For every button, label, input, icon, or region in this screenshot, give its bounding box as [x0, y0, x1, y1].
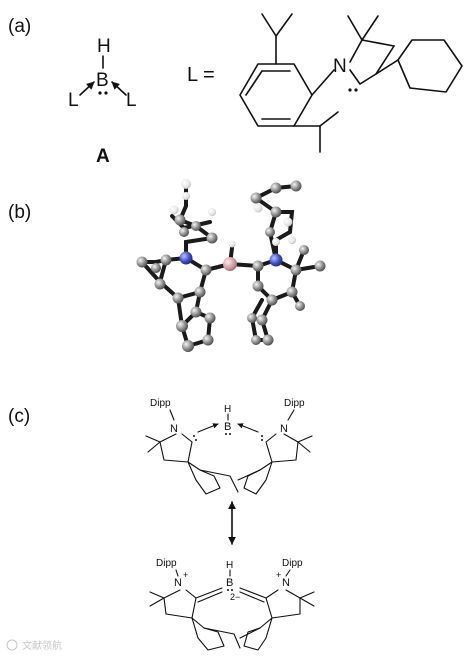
nitrogen-atom: [269, 253, 283, 267]
compound-a-caption: A: [96, 146, 110, 167]
carbon-atom: [206, 232, 218, 244]
nitrogen-bottom-left: N: [174, 577, 182, 589]
carbon-atom: [290, 264, 302, 276]
carbon-atom: [191, 221, 201, 231]
boron-bottom: B: [226, 577, 233, 589]
carbon-atom: [256, 314, 268, 326]
ligand-nitrogen: N: [333, 56, 347, 77]
carbene-lone-pair: [354, 88, 358, 92]
resonance-structure-top: Dipp Dipp N N H B: [145, 398, 313, 495]
dative-arrow-left-c: [197, 423, 219, 433]
hydrogen-atom: [208, 208, 216, 216]
carbon-atom: [176, 320, 188, 332]
carbon-atom: [262, 334, 274, 346]
carbon-atom: [251, 335, 261, 345]
carbon-atom: [252, 280, 264, 292]
carbon-atom: [290, 180, 302, 192]
lone-pair-dot: [104, 91, 108, 95]
carbon-atom: [154, 278, 166, 290]
carbon-atom: [266, 294, 278, 306]
carbon-atom: [265, 227, 275, 237]
hydrogen-bottom: H: [226, 560, 233, 571]
hydrogen-atom: [283, 217, 293, 227]
carbon-atom: [270, 182, 282, 194]
hydrogen-top: H: [224, 404, 231, 415]
watermark: 文献领航: [6, 639, 62, 652]
watermark-logo-icon: [6, 639, 18, 651]
nitrogen-atom: [179, 251, 193, 265]
carbon-atom: [295, 301, 305, 311]
nitrogen-top-left: N: [170, 423, 178, 435]
nitrogen-bottom-right: N: [282, 577, 290, 589]
aryl-ring: [239, 63, 313, 127]
hydrogen-atom: [169, 205, 179, 215]
crystal-structure-atoms: [136, 179, 326, 352]
carbon-atom: [270, 206, 282, 218]
dipp-label-bottom-right: Dipp: [282, 558, 303, 569]
hydrogen-atom: [253, 203, 263, 213]
carbon-atom: [286, 286, 298, 298]
compound-a: H B L L A: [68, 36, 137, 167]
carbon-atom: [151, 263, 161, 273]
carbon-atom: [174, 214, 186, 226]
carbon-atom: [200, 264, 212, 276]
boron-top: B: [224, 421, 231, 433]
panel-label-a: (a): [8, 16, 31, 37]
carbon-atom: [182, 340, 194, 352]
compound-a-hydrogen: H: [97, 36, 111, 57]
carbon-atom: [179, 227, 189, 237]
dative-arrow-right-c: [237, 423, 259, 433]
carbon-atom: [250, 192, 262, 204]
carbon-atom: [172, 292, 184, 304]
carbon-atom: [190, 306, 202, 318]
panel-b: (b): [8, 179, 326, 352]
boron-atom: [223, 257, 237, 271]
ligand-caac-structure: N: [239, 13, 463, 153]
hydrogen-atom: [272, 238, 280, 246]
charge-bottom-center: 2−: [230, 592, 240, 602]
carbon-atom: [299, 245, 309, 255]
carbon-atom: [252, 260, 264, 272]
hydrogen-atom: [288, 236, 296, 244]
panel-c: (c) Dipp Dipp N N H B: [8, 398, 315, 651]
dipp-label-top-right: Dipp: [284, 398, 305, 409]
cyclohexane-ring: [397, 39, 463, 93]
carbene-lone-pair: [348, 88, 352, 92]
hydrogen-atom: [228, 240, 236, 248]
panel-label-c: (c): [8, 406, 30, 427]
nitrogen-top-right: N: [280, 423, 288, 435]
carbon-atom: [194, 286, 206, 298]
hydrogen-atom: [182, 192, 190, 200]
ligand-prefix: L =: [187, 64, 215, 86]
panel-label-b: (b): [8, 202, 31, 223]
dipp-label-bottom-left: Dipp: [156, 558, 177, 569]
compound-a-boron: B: [96, 70, 109, 91]
carbon-atom: [136, 256, 148, 268]
charge-bottom-left: +: [183, 570, 188, 580]
watermark-text: 文献领航: [22, 639, 62, 652]
carbon-atom: [160, 254, 172, 266]
dative-arrow-left: [79, 81, 95, 96]
lone-pair-dot: [98, 91, 102, 95]
dative-arrow-right: [111, 81, 127, 96]
compound-a-ligand-right: L: [126, 90, 137, 111]
resonance-structure-bottom: Dipp Dipp N + N + H B 2−: [149, 558, 315, 651]
panel-a: (a) H B L L A L =: [8, 13, 463, 167]
dipp-label-top-left: Dipp: [150, 398, 171, 409]
charge-bottom-right: +: [276, 570, 281, 580]
compound-a-ligand-left: L: [68, 90, 79, 111]
carbon-atom: [247, 313, 257, 323]
carbon-atom: [314, 260, 326, 272]
carbon-atom: [204, 312, 216, 324]
hydrogen-atom: [181, 179, 191, 189]
carbon-atom: [202, 334, 214, 346]
